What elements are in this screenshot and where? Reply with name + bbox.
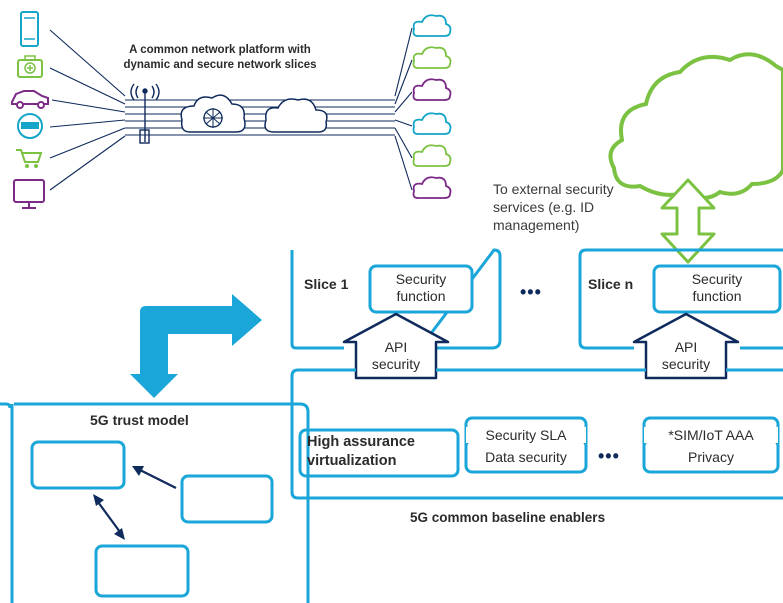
privacy-label: Privacy (688, 449, 734, 465)
slice-n-api-line-1: API (674, 339, 698, 355)
external-cloud-icon (608, 52, 783, 200)
slice-n-api-security-house (632, 312, 740, 380)
monitor-icon (13, 179, 45, 209)
cloud-icon-6 (412, 176, 452, 199)
cloud-icon-3 (412, 78, 452, 101)
slice-1-api-line-1: API (384, 339, 408, 355)
edge-cloud-icon (264, 98, 328, 133)
medical-kit-icon (17, 55, 43, 78)
slice-1-security-function-line-2: function (396, 288, 446, 304)
slice-1-api-line-2: security (371, 356, 421, 372)
slice-1-security-function-line-1: Security (395, 271, 447, 287)
right-connection-lines (394, 27, 413, 191)
data-security-label: Data security (485, 449, 567, 465)
left-connection-lines (49, 29, 126, 191)
network-pipe-lines (125, 99, 395, 136)
baseline-caption: 5G common baseline enablers (410, 510, 606, 525)
meter-icon (17, 113, 43, 139)
high-assurance-box (298, 428, 460, 478)
slice-n-security-function-line-1: Security (691, 271, 743, 287)
cloud-icon-5 (412, 144, 452, 167)
trust-node-1 (30, 440, 126, 490)
external-services-line-2: services (e.g. ID (493, 199, 595, 215)
trust-model-title: 5G trust model (90, 412, 189, 428)
slice-1-security-function-box (368, 264, 474, 314)
slice-1-box (290, 248, 502, 350)
trust-model-box (0, 402, 310, 603)
baseline-enablers-box (290, 368, 783, 500)
high-assurance-line-1: High assurance (307, 434, 415, 450)
sim-aaa-label: *SIM/IoT AAA (644, 427, 778, 443)
cloud-icon-1 (412, 14, 452, 37)
enablers-ellipsis: ••• (598, 446, 620, 466)
external-services-line-3: management) (493, 217, 580, 233)
trust-arrow-node1-node3 (93, 494, 125, 540)
slices-ellipsis: ••• (520, 282, 542, 302)
shopping-cart-icon (16, 149, 43, 168)
trust-node-2 (180, 474, 274, 524)
platform-title-line-2: dynamic and secure network slices (123, 59, 317, 71)
slice-n-label: Slice n (588, 276, 634, 292)
high-assurance-line-2: virtualization (307, 453, 397, 469)
slice-n-security-function-box (652, 264, 782, 314)
platform-title-line-1: A common network platform with (129, 44, 311, 56)
slice-cloud-icons (412, 14, 452, 199)
slice-1-label: Slice 1 (304, 276, 349, 292)
slice-n-box (578, 248, 783, 350)
external-link-double-arrow (660, 178, 716, 264)
slice-1-api-security-house (342, 312, 450, 380)
car-icon (11, 90, 49, 109)
slice-n-security-function-line-2: function (692, 288, 742, 304)
flow-arrow (130, 294, 262, 398)
security-sla-label: Security SLA (466, 427, 586, 443)
smartphone-icon (20, 11, 39, 47)
cloud-icon-4 (412, 112, 452, 135)
cloud-icon-2 (412, 46, 452, 69)
slice-n-api-line-2: security (661, 356, 711, 372)
trust-arrow-node2-to-node1 (132, 466, 177, 489)
trust-node-3 (94, 544, 190, 598)
external-services-line-1: To external security (493, 181, 614, 197)
core-cloud-icon (180, 94, 246, 133)
cell-tower-icon (130, 83, 160, 144)
